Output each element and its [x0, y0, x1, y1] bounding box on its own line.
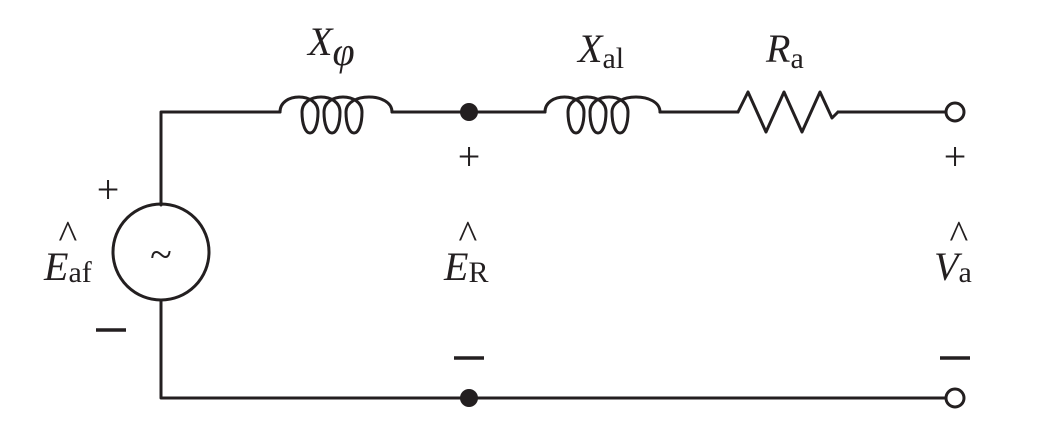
label-r-a: Ra — [765, 26, 804, 75]
label-x-phi: Xφ — [306, 19, 355, 74]
wire-left-vertical-top — [159, 110, 282, 207]
wire-left-vertical-bottom — [159, 298, 948, 400]
inductor-x-phi — [278, 95, 394, 135]
e-r-hat: ^ — [458, 212, 478, 257]
terminal-bottom[interactable] — [944, 387, 966, 409]
node-bottom — [460, 389, 478, 407]
resistor-r-a — [736, 90, 840, 134]
label-v-a: ^ Va — [934, 212, 972, 289]
terminal-top[interactable] — [944, 101, 966, 123]
label-e-r: ^ ER — [443, 212, 488, 289]
node-top — [460, 103, 478, 121]
v-a-text: Va — [934, 244, 972, 289]
e-af-hat: ^ — [58, 212, 78, 257]
ac-source — [111, 202, 211, 302]
e-r-text: ER — [443, 244, 488, 289]
label-e-af: ^ Eaf — [43, 212, 92, 289]
label-x-al: Xal — [576, 26, 624, 75]
e-r-plus: + — [458, 134, 481, 179]
v-a-hat: ^ — [949, 212, 969, 257]
inductor-x-al — [543, 95, 662, 135]
e-af-text: Eaf — [43, 244, 92, 289]
ac-source-glyph: ~ — [150, 232, 172, 277]
source-plus: + — [97, 167, 120, 212]
v-a-plus: + — [944, 134, 967, 179]
